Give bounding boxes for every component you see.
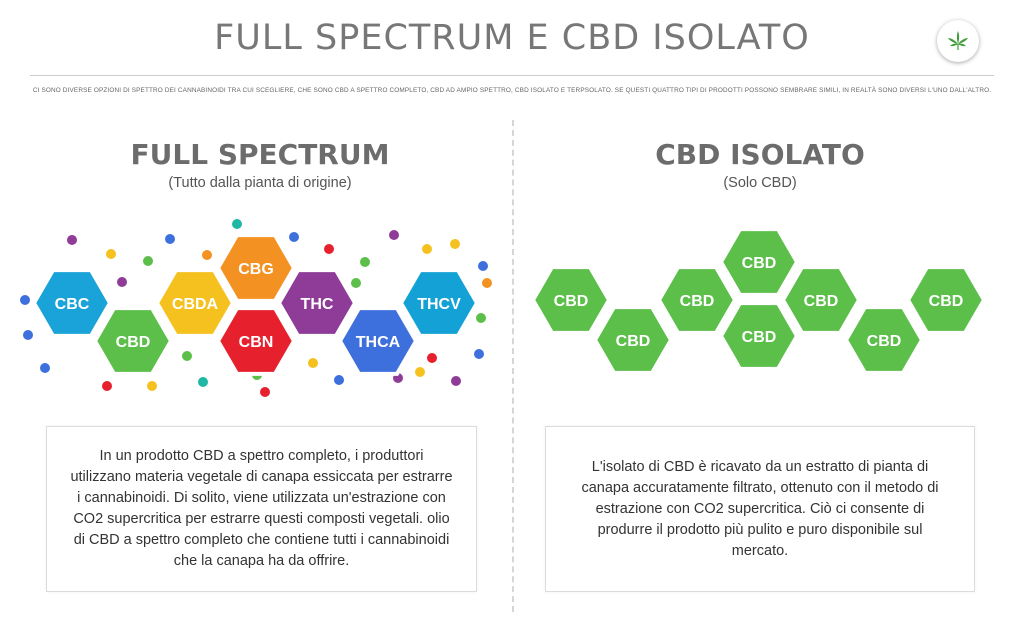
hexagon-cbd-6-label: CBD: [804, 293, 839, 310]
hexagon-cbd-1-shape: [530, 265, 612, 335]
hexagon-cbd-label: CBD: [116, 334, 151, 351]
hexagon-cbd-7-shape: [843, 305, 925, 375]
header-rule: [30, 75, 994, 76]
decorative-dot: [232, 219, 242, 229]
decorative-dot: [474, 349, 484, 359]
hexagon-thcv: THCV: [398, 268, 480, 338]
hexagon-cbc: CBC: [31, 268, 113, 338]
decorative-dot: [102, 381, 112, 391]
decorative-dot: [308, 358, 318, 368]
hexagon-thca-shape: [337, 306, 419, 376]
decorative-dot: [20, 295, 30, 305]
hexagon-cbd-5-shape: [718, 301, 800, 371]
hexagon-cbc-shape: [31, 268, 113, 338]
hexagon-cbd-4-shape: [718, 227, 800, 297]
hexagon-cbd-3-shape: [656, 265, 738, 335]
hexagon-cbd-8: CBD: [905, 265, 987, 335]
decorative-dot: [334, 375, 344, 385]
decorative-dot: [143, 256, 153, 266]
decorative-dot: [182, 351, 192, 361]
hexagon-cbd-1-label: CBD: [554, 293, 589, 310]
hexagon-cbd-8-shape: [905, 265, 987, 335]
logo: [937, 20, 979, 62]
decorative-dot: [289, 232, 299, 242]
decorative-dot: [476, 313, 486, 323]
decorative-dot: [40, 363, 50, 373]
hexagon-cbda-shape: [154, 268, 236, 338]
hexagon-thc: THC: [276, 268, 358, 338]
hexagon-cbn: CBN: [215, 306, 297, 376]
decorative-dot: [478, 261, 488, 271]
decorative-dot: [106, 249, 116, 259]
full-spectrum-title: FULL SPECTRUM: [130, 138, 390, 171]
hexagon-cbd-7-label: CBD: [867, 333, 902, 350]
hexagon-thcv-label: THCV: [417, 296, 461, 313]
decorative-dot: [260, 387, 270, 397]
hexagon-cbd-7: CBD: [843, 305, 925, 375]
full-spectrum-description-box: In un prodotto CBD a spettro completo, i…: [46, 426, 477, 592]
hexagon-cbd-1: CBD: [530, 265, 612, 335]
hexagon-cbd-4: CBD: [718, 227, 800, 297]
hexagon-cbd-4-label: CBD: [742, 255, 777, 272]
hexagon-cbd-3-label: CBD: [680, 293, 715, 310]
decorative-dot: [360, 257, 370, 267]
decorative-dot: [23, 330, 33, 340]
hexagon-cbd: CBD: [92, 306, 174, 376]
decorative-dot: [450, 239, 460, 249]
hexagon-cbd-3: CBD: [656, 265, 738, 335]
decorative-dot: [389, 230, 399, 240]
cbd-isolate-description-box: L'isolato di CBD è ricavato da un estrat…: [545, 426, 975, 592]
full-spectrum-description: In un prodotto CBD a spettro completo, i…: [70, 448, 453, 569]
decorative-dot: [351, 278, 361, 288]
decorative-dot: [427, 353, 437, 363]
decorative-dot: [67, 235, 77, 245]
cbd-isolate-description: L'isolato di CBD è ricavato da un estrat…: [581, 458, 939, 559]
decorative-dot: [198, 377, 208, 387]
hexagon-cbd-5: CBD: [718, 301, 800, 371]
decorative-dot: [422, 244, 432, 254]
cannabis-leaf-icon: [948, 31, 968, 50]
hexagon-cbd-5-label: CBD: [742, 329, 777, 346]
hexagon-cbn-shape: [215, 306, 297, 376]
page-title: FULL SPECTRUM E CBD ISOLATO: [214, 18, 810, 58]
decorative-dot: [415, 367, 425, 377]
molecule-diagram: CBC CBD CBDA CBG CBN THC THCA THCV CBD CBD CBD CBD C…: [20, 219, 987, 397]
cbd-isolate-title: CBD ISOLATO: [655, 138, 865, 171]
decorative-dot: [117, 277, 127, 287]
hexagon-cbda-label: CBDA: [172, 296, 219, 313]
cbd-isolate-subtitle: (Solo CBD): [723, 175, 797, 191]
decorative-dot: [165, 234, 175, 244]
hexagon-cbg: CBG: [215, 233, 297, 303]
hexagon-cbc-label: CBC: [55, 296, 90, 313]
hexagon-thc-shape: [276, 268, 358, 338]
hexagon-cbd-8-label: CBD: [929, 293, 964, 310]
full-spectrum-subtitle: (Tutto dalla pianta di origine): [168, 175, 352, 191]
decorative-dot: [202, 250, 212, 260]
hexagon-cbd-shape: [92, 306, 174, 376]
hexagon-thca: THCA: [337, 306, 419, 376]
hexagon-cbd-2-label: CBD: [616, 333, 651, 350]
hexagon-cbg-label: CBG: [238, 261, 274, 278]
decorative-dot: [324, 244, 334, 254]
hexagon-cbd-2-shape: [592, 305, 674, 375]
decorative-dot: [482, 278, 492, 288]
hexagon-cbn-label: CBN: [239, 334, 274, 351]
hexagon-cbd-6: CBD: [780, 265, 862, 335]
hexagon-cbda: CBDA: [154, 268, 236, 338]
hexagon-thca-label: THCA: [356, 334, 401, 351]
intro-text: CI SONO DIVERSE OPZIONI DI SPETTRO DEI C…: [32, 87, 992, 94]
decorative-dot: [147, 381, 157, 391]
hexagon-cbd-2: CBD: [592, 305, 674, 375]
hexagon-thc-label: THC: [301, 296, 334, 313]
hexagon-cbg-shape: [215, 233, 297, 303]
column-divider: [512, 120, 514, 612]
hexagon-cbd-6-shape: [780, 265, 862, 335]
decorative-dot: [451, 376, 461, 386]
hexagon-thcv-shape: [398, 268, 480, 338]
